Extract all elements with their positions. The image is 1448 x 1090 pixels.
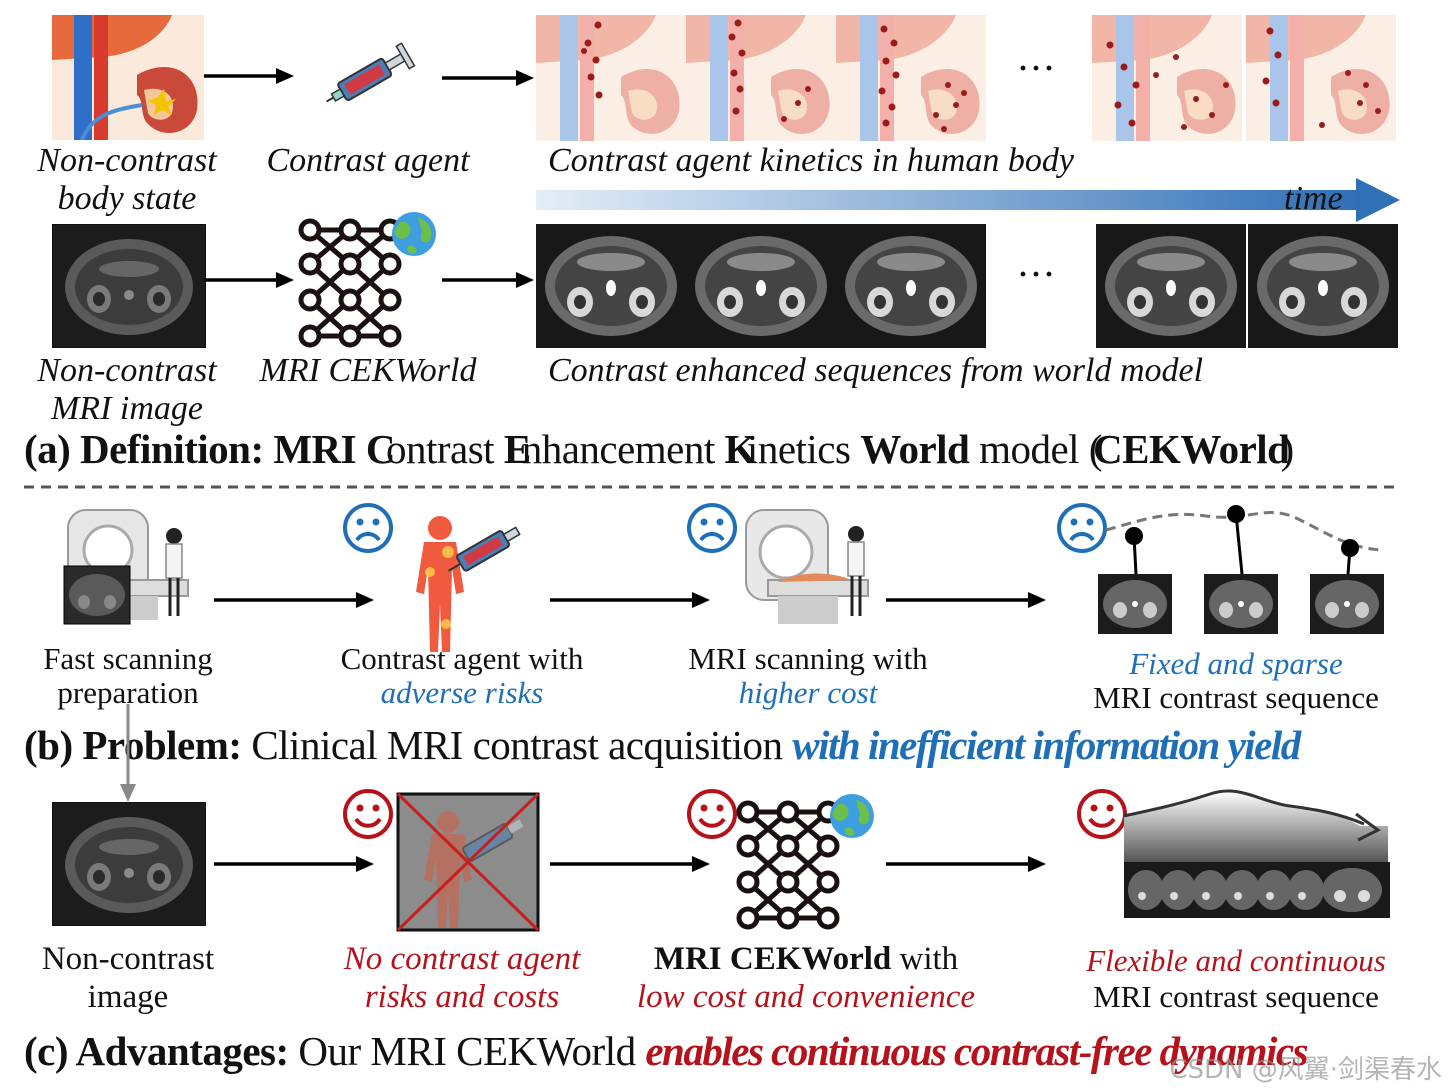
time-arrow — [536, 178, 1400, 222]
arrow-4 — [442, 272, 534, 288]
time-label: time — [1284, 180, 1343, 217]
arrow-7 — [886, 592, 1046, 608]
globe-icon — [830, 794, 874, 838]
label-low-cost: low cost and convenience — [636, 979, 976, 1015]
human-body-icon — [402, 512, 528, 652]
section-divider — [24, 485, 1400, 489]
happy-face-icon — [342, 788, 394, 840]
label-cekworld-with: MRI CEKWorld with — [653, 941, 959, 977]
crossed-out-contrast-agent — [396, 792, 540, 932]
label-higher-cost: higher cost — [738, 675, 878, 710]
title-advantages: (c) Advantages: Our MRI CEKWorld enables… — [24, 1028, 1309, 1074]
arrow-10 — [886, 856, 1046, 872]
arrow-1 — [204, 68, 294, 84]
label-mri-cekworld: MRI CEKWorld — [259, 352, 477, 389]
label-non-contrast-line1: Non-contrast — [41, 941, 215, 977]
label-contrast-agent-with: Contrast agent with — [340, 641, 584, 676]
sad-face-icon — [342, 502, 394, 554]
arrow-3 — [204, 272, 294, 288]
arrow-6 — [550, 592, 710, 608]
mri-scanner-icon — [62, 500, 196, 630]
label-mri-contrast-sequence-continuous: MRI contrast sequence — [1093, 979, 1379, 1014]
label-non-contrast-mri-line1: Non-contrast — [37, 352, 217, 389]
label-kinetics: Contrast agent kinetics in human body — [548, 142, 1075, 179]
label-no-contrast-agent: No contrast agent — [343, 941, 581, 977]
label-risks-and-costs: risks and costs — [364, 979, 560, 1015]
kinetics-frames — [536, 15, 1398, 141]
label-fast-scanning-line2: preparation — [57, 675, 199, 710]
label-non-contrast-body-line1: Non-contrast — [37, 142, 217, 179]
happy-face-icon — [1076, 788, 1128, 840]
title-problem: (b) Problem: Clinical MRI contrast acqui… — [24, 722, 1301, 768]
sad-face-icon — [1056, 502, 1108, 554]
title-definition: (a) Definition: MRI Contrast Enhancement… — [24, 426, 1294, 472]
down-arrow — [120, 704, 136, 802]
arrow-2 — [442, 70, 534, 86]
globe-icon — [392, 212, 436, 256]
ellipsis-1: ··· — [1018, 52, 1058, 85]
neural-network-icon — [296, 210, 440, 350]
label-non-contrast-mri-line2: MRI image — [50, 390, 203, 427]
mri-non-contrast-image-2 — [52, 802, 206, 926]
arrow-9 — [550, 856, 710, 872]
label-non-contrast-line2: image — [87, 979, 169, 1015]
sad-face-icon — [686, 502, 738, 554]
mri-non-contrast-image — [52, 224, 206, 348]
label-mri-contrast-sequence-sparse: MRI contrast sequence — [1093, 680, 1379, 715]
continuous-sequence-illustration — [1120, 786, 1398, 922]
label-adverse-risks: adverse risks — [380, 675, 544, 710]
label-fast-scanning-line1: Fast scanning — [43, 641, 213, 676]
label-non-contrast-body-line2: body state — [57, 180, 197, 217]
label-contrast-agent: Contrast agent — [266, 142, 470, 179]
label-flexible-continuous: Flexible and continuous — [1086, 943, 1386, 978]
watermark: CSDN @风翼·剑渠春水 — [1169, 1055, 1442, 1085]
arrow-8 — [214, 856, 374, 872]
neural-network-icon-2 — [734, 792, 878, 932]
sparse-sequence-illustration — [1096, 500, 1396, 636]
mri-scanner-with-patient-icon — [742, 500, 878, 630]
happy-face-icon — [686, 788, 738, 840]
label-fixed-and-sparse: Fixed and sparse — [1129, 646, 1343, 681]
anatomy-kidney-illustration — [52, 15, 204, 140]
ellipsis-2: ··· — [1018, 258, 1058, 291]
contrast-enhanced-sequence — [536, 224, 1400, 348]
syringe-icon — [316, 42, 422, 112]
label-mri-scanning-with: MRI scanning with — [688, 641, 928, 676]
arrow-5 — [214, 592, 374, 608]
label-sequences: Contrast enhanced sequences from world m… — [548, 352, 1204, 389]
